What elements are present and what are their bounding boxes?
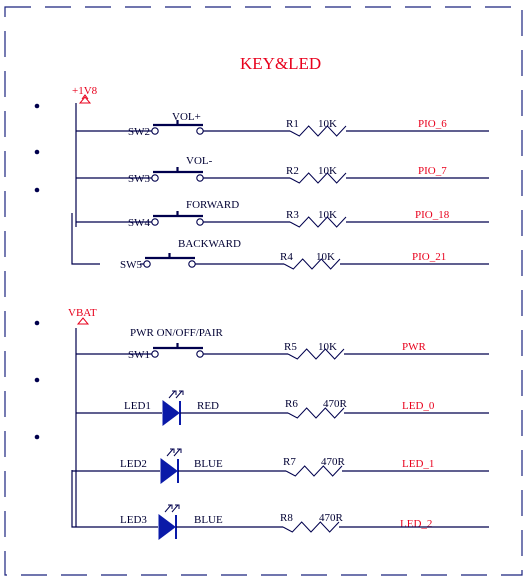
resistor-ref: R6 [285,398,298,410]
switch-label: BACKWARD [178,238,241,250]
power-arrow-icon [81,94,89,100]
switch-label: FORWARD [186,199,239,211]
net-label: PWR [402,341,427,353]
resistor-ref: R7 [283,456,296,468]
resistor-icon [285,465,343,477]
resistor-icon [287,407,345,419]
led-rows: LED1 RED R6 470R LED_0 LED2 BLUE R7 470R… [72,390,489,540]
resistor-ref: R1 [286,118,299,130]
rail-1v8-label: +1V8 [72,85,98,97]
resistor-value: 470R [323,398,348,410]
pushbutton-icon [153,343,203,350]
light-emission-icon [168,390,184,399]
switch-ref: SW4 [128,217,151,229]
net-label: PIO_7 [418,165,447,177]
resistor-value: 10K [318,209,337,221]
rail-1v8: +1V8 [71,85,100,265]
led-triangle-icon [162,400,180,426]
resistor-value: 10K [318,341,337,353]
switch-contact-icon [196,127,204,135]
led-triangle-icon [160,458,178,484]
resistor-ref: R5 [284,341,297,353]
switch-row: SW3 VOL- R2 10K PIO_7 [76,155,489,185]
resistor-ref: R3 [286,209,299,221]
led-triangle-icon [158,514,176,540]
pushbutton-icon [153,211,203,218]
switch-contact-icon [151,350,159,358]
led-row: LED3 BLUE R8 470R LED_2 [100,504,489,540]
switch-contact-icon [196,218,204,226]
led-ref: LED2 [120,458,147,470]
net-label: LED_1 [402,458,434,470]
switch-contact-icon [151,127,159,135]
frame-border [4,6,523,576]
switch-contact-icon [188,260,196,268]
pushbutton-icon [153,120,203,127]
resistor-value: 470R [321,456,346,468]
switch-contact-icon [151,174,159,182]
power-symbol-icon [76,317,90,325]
switch-label: PWR ON/OFF/PAIR [130,327,223,339]
light-emission-icon [164,504,180,513]
resistor-value: 470R [319,512,344,524]
resistor-icon [289,172,347,184]
led-color: RED [197,400,219,412]
margin-bullets [34,103,40,440]
switch-contact-icon [196,350,204,358]
pushbutton-icon [145,253,195,260]
pushbutton-icon [153,167,203,174]
light-emission-icon [166,448,182,457]
resistor-value: 10K [318,118,337,130]
page-title: KEY&LED [240,54,321,73]
net-label: LED_2 [400,518,432,530]
switch-ref: SW3 [128,173,151,185]
switch-label: VOL+ [172,111,201,123]
resistor-icon [289,216,347,228]
resistor-ref: R2 [286,165,299,177]
switch-contact-icon [143,260,151,268]
resistor-value: 10K [318,165,337,177]
resistor-ref: R8 [280,512,293,524]
switch-ref: SW5 [120,259,143,271]
led-row: LED2 BLUE R7 470R LED_1 [72,448,489,484]
resistor-icon [283,258,341,270]
led-row: LED1 RED R6 470R LED_0 [76,390,489,426]
resistor-icon [282,521,340,533]
led-color: BLUE [194,514,223,526]
rail-vbat-label: VBAT [68,307,97,319]
switch-rows: SW2 VOL+ R1 10K PIO_6 SW3 VOL- R2 10K PI… [76,111,489,361]
switch-ref: SW2 [128,126,150,138]
resistor-ref: R4 [280,251,293,263]
switch-row: SW1 PWR ON/OFF/PAIR R5 10K PWR [76,327,489,361]
resistor-icon [289,125,347,137]
switch-label: VOL- [186,155,213,167]
led-ref: LED3 [120,514,147,526]
net-label: PIO_18 [415,209,450,221]
resistor-icon [287,348,345,360]
led-ref: LED1 [124,400,151,412]
switch-ref: SW1 [128,349,150,361]
led-color: BLUE [194,458,223,470]
switch-contact-icon [151,218,159,226]
switch-row: SW2 VOL+ R1 10K PIO_6 [76,111,489,138]
rail-vbat: VBAT [68,307,100,528]
net-label: LED_0 [402,400,435,412]
power-symbol-icon [78,96,92,104]
switch-row: SW5 BACKWARD R4 10K PIO_21 [120,238,489,271]
net-label: PIO_21 [412,251,446,263]
switch-contact-icon [196,174,204,182]
switch-row: SW4 FORWARD R3 10K PIO_18 [76,199,489,229]
net-label: PIO_6 [418,118,447,130]
